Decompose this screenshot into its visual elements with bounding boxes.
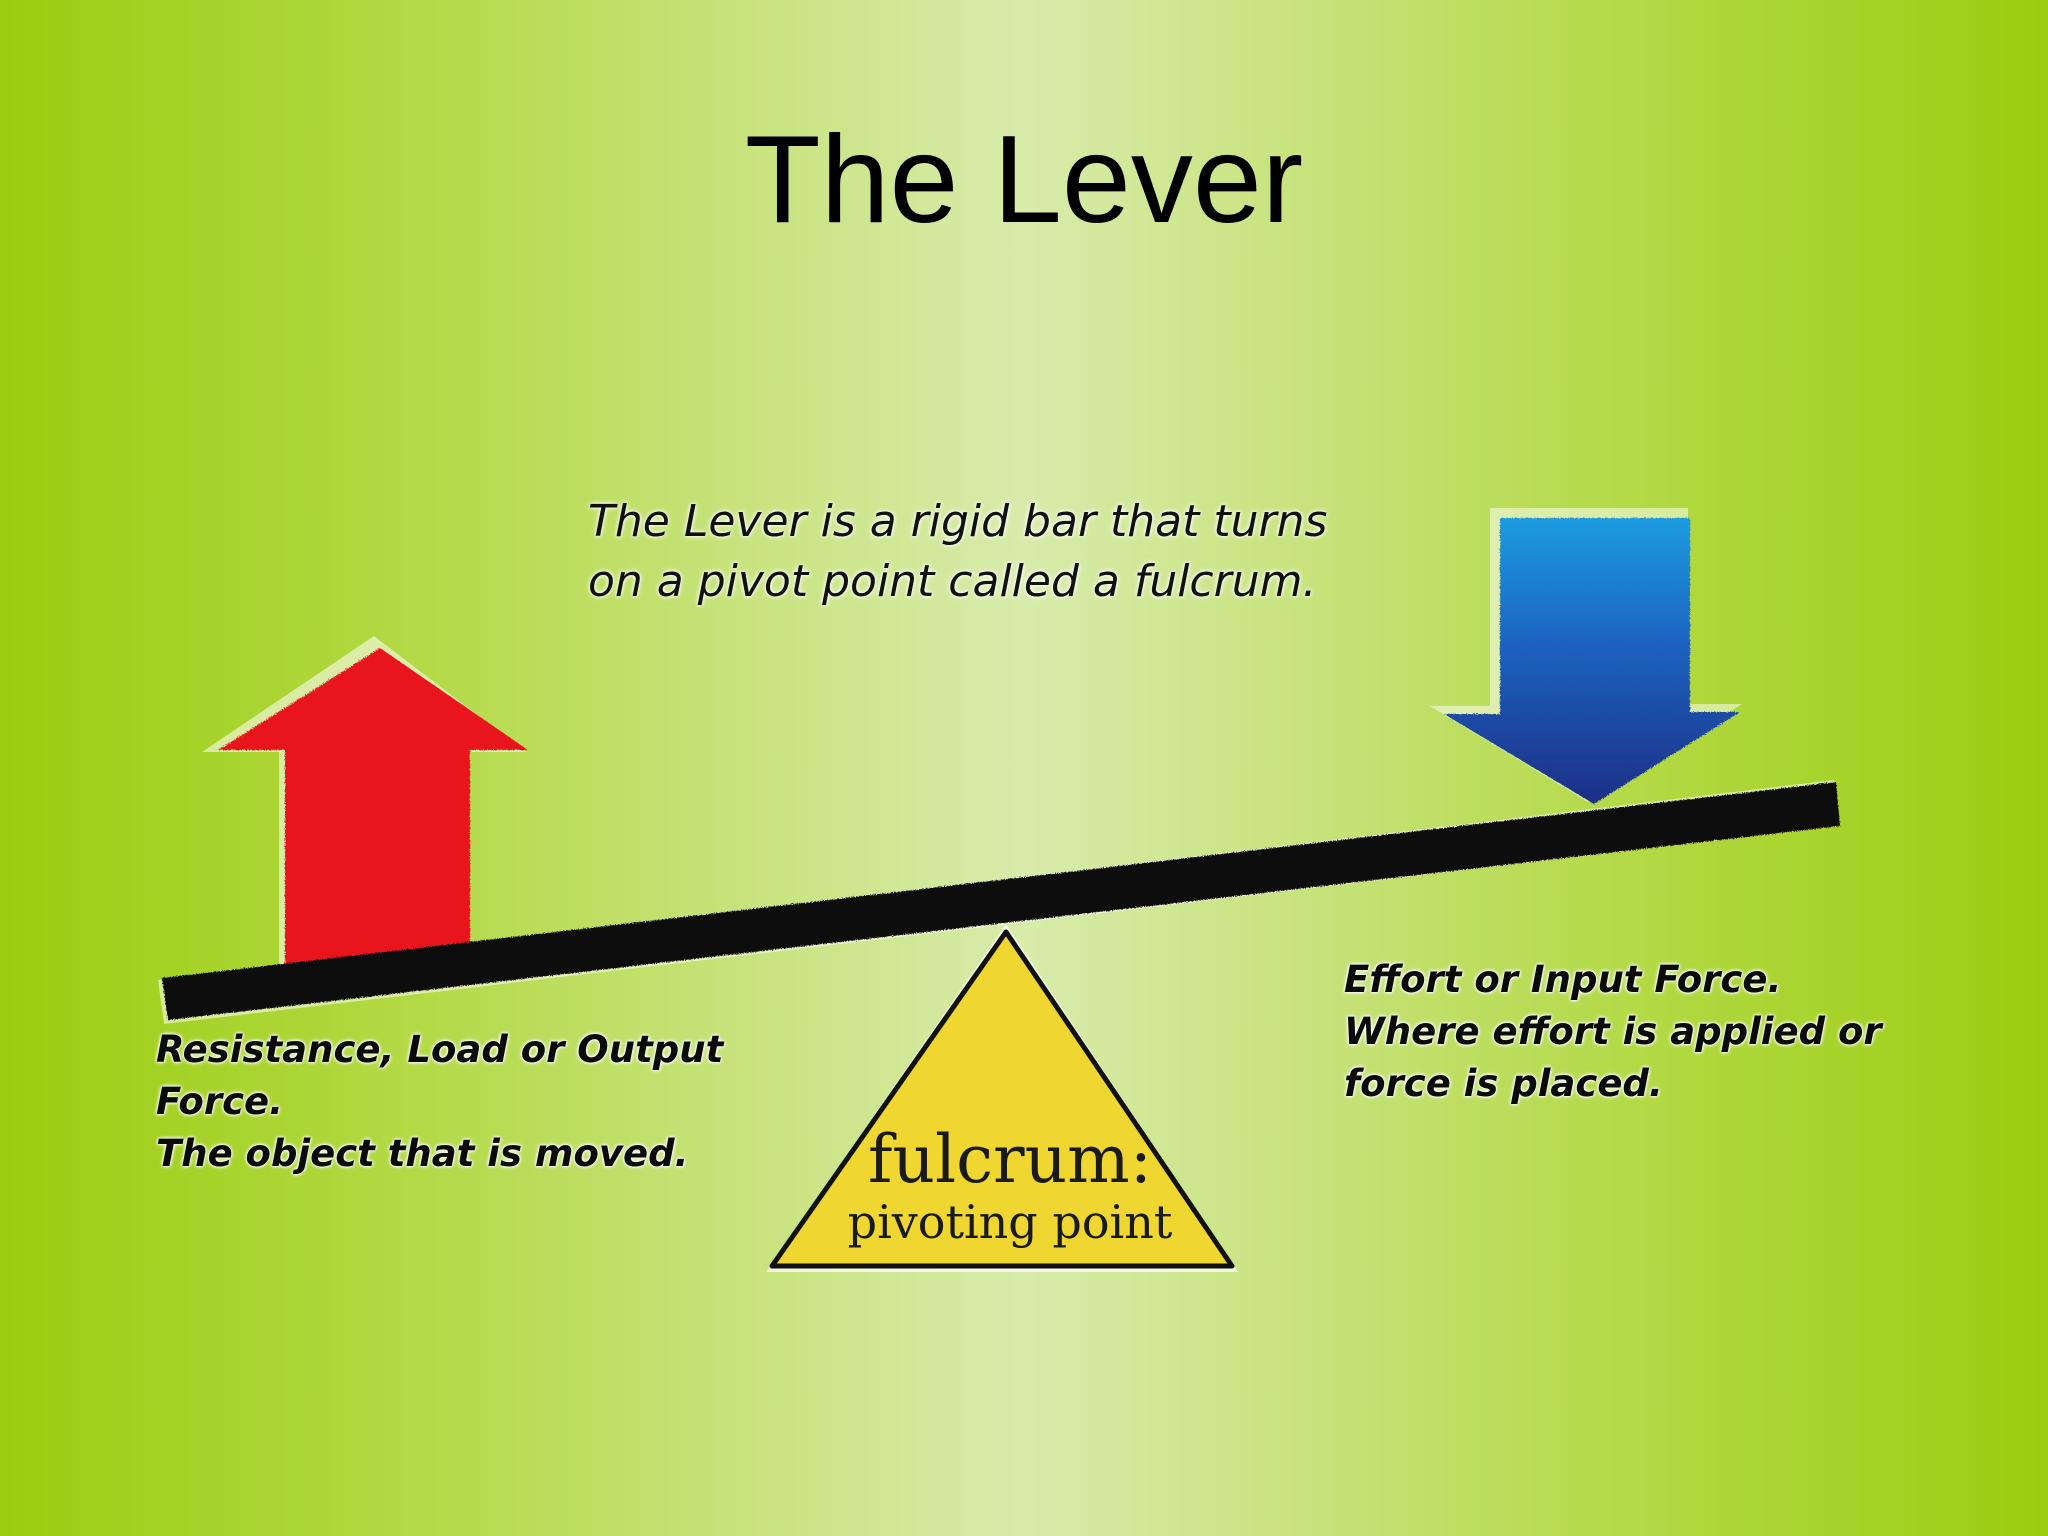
slide-title: The Lever — [744, 111, 1304, 249]
load-caption: Resistance, Load or Output Force. The ob… — [156, 1024, 723, 1180]
effort-caption-line: Effort or Input Force. — [1344, 958, 1782, 1001]
load-caption-line: The object that is moved. — [156, 1132, 689, 1175]
effort-caption: Effort or Input Force. Where effort is a… — [1344, 954, 1882, 1110]
fulcrum-triangle: fulcrum: pivoting point — [766, 924, 1238, 1272]
lever-bar — [158, 780, 1840, 1024]
definition-line: The Lever is a rigid bar that turns — [588, 496, 1328, 547]
effort-caption-line: force is placed. — [1344, 1062, 1663, 1105]
effort-caption-line: Where effort is applied or — [1344, 1010, 1882, 1053]
load-caption-line: Resistance, Load or Output — [156, 1028, 724, 1071]
arrow-up-icon — [202, 636, 528, 967]
arrow-down-icon — [1430, 508, 1742, 804]
fulcrum-sublabel: pivoting point — [848, 1195, 1173, 1249]
load-caption-line: Force. — [156, 1080, 284, 1123]
lever-definition: The Lever is a rigid bar that turns on a… — [588, 492, 1388, 612]
fulcrum-label: fulcrum: — [868, 1121, 1152, 1198]
definition-line: on a pivot point called a fulcrum. — [588, 556, 1317, 607]
